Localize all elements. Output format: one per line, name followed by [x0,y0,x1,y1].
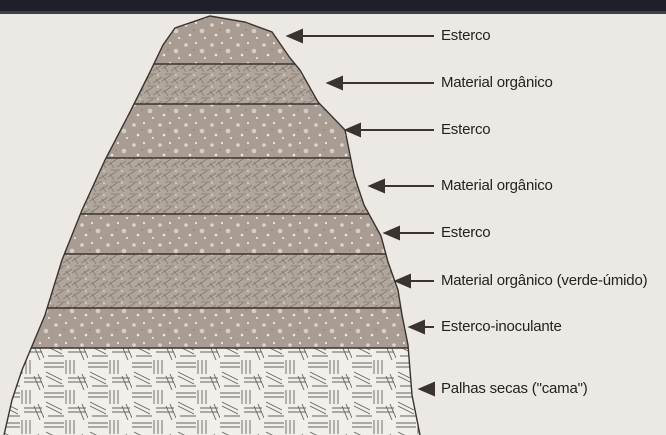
label-esterco-inoculante: Esterco-inoculante [441,318,562,336]
label-esterco-3: Esterco [441,224,490,242]
arrow-icon [385,227,434,239]
arrow-icon [370,180,434,192]
arrow-icon [288,30,434,42]
label-material-organico-2: Material orgânico [441,177,553,195]
label-palhas-secas: Palhas secas ("cama") [441,380,588,398]
label-esterco-2: Esterco [441,121,490,139]
arrow-icon [420,383,434,395]
arrow-icon [410,321,434,333]
label-material-organico-verde-umido: Material orgânico (verde-úmido) [441,272,647,290]
label-material-organico-1: Material orgânico [441,74,553,92]
arrow-icon [396,275,434,287]
arrow-icon [328,77,434,89]
arrow-icon [346,124,434,136]
label-esterco-1: Esterco [441,27,490,45]
